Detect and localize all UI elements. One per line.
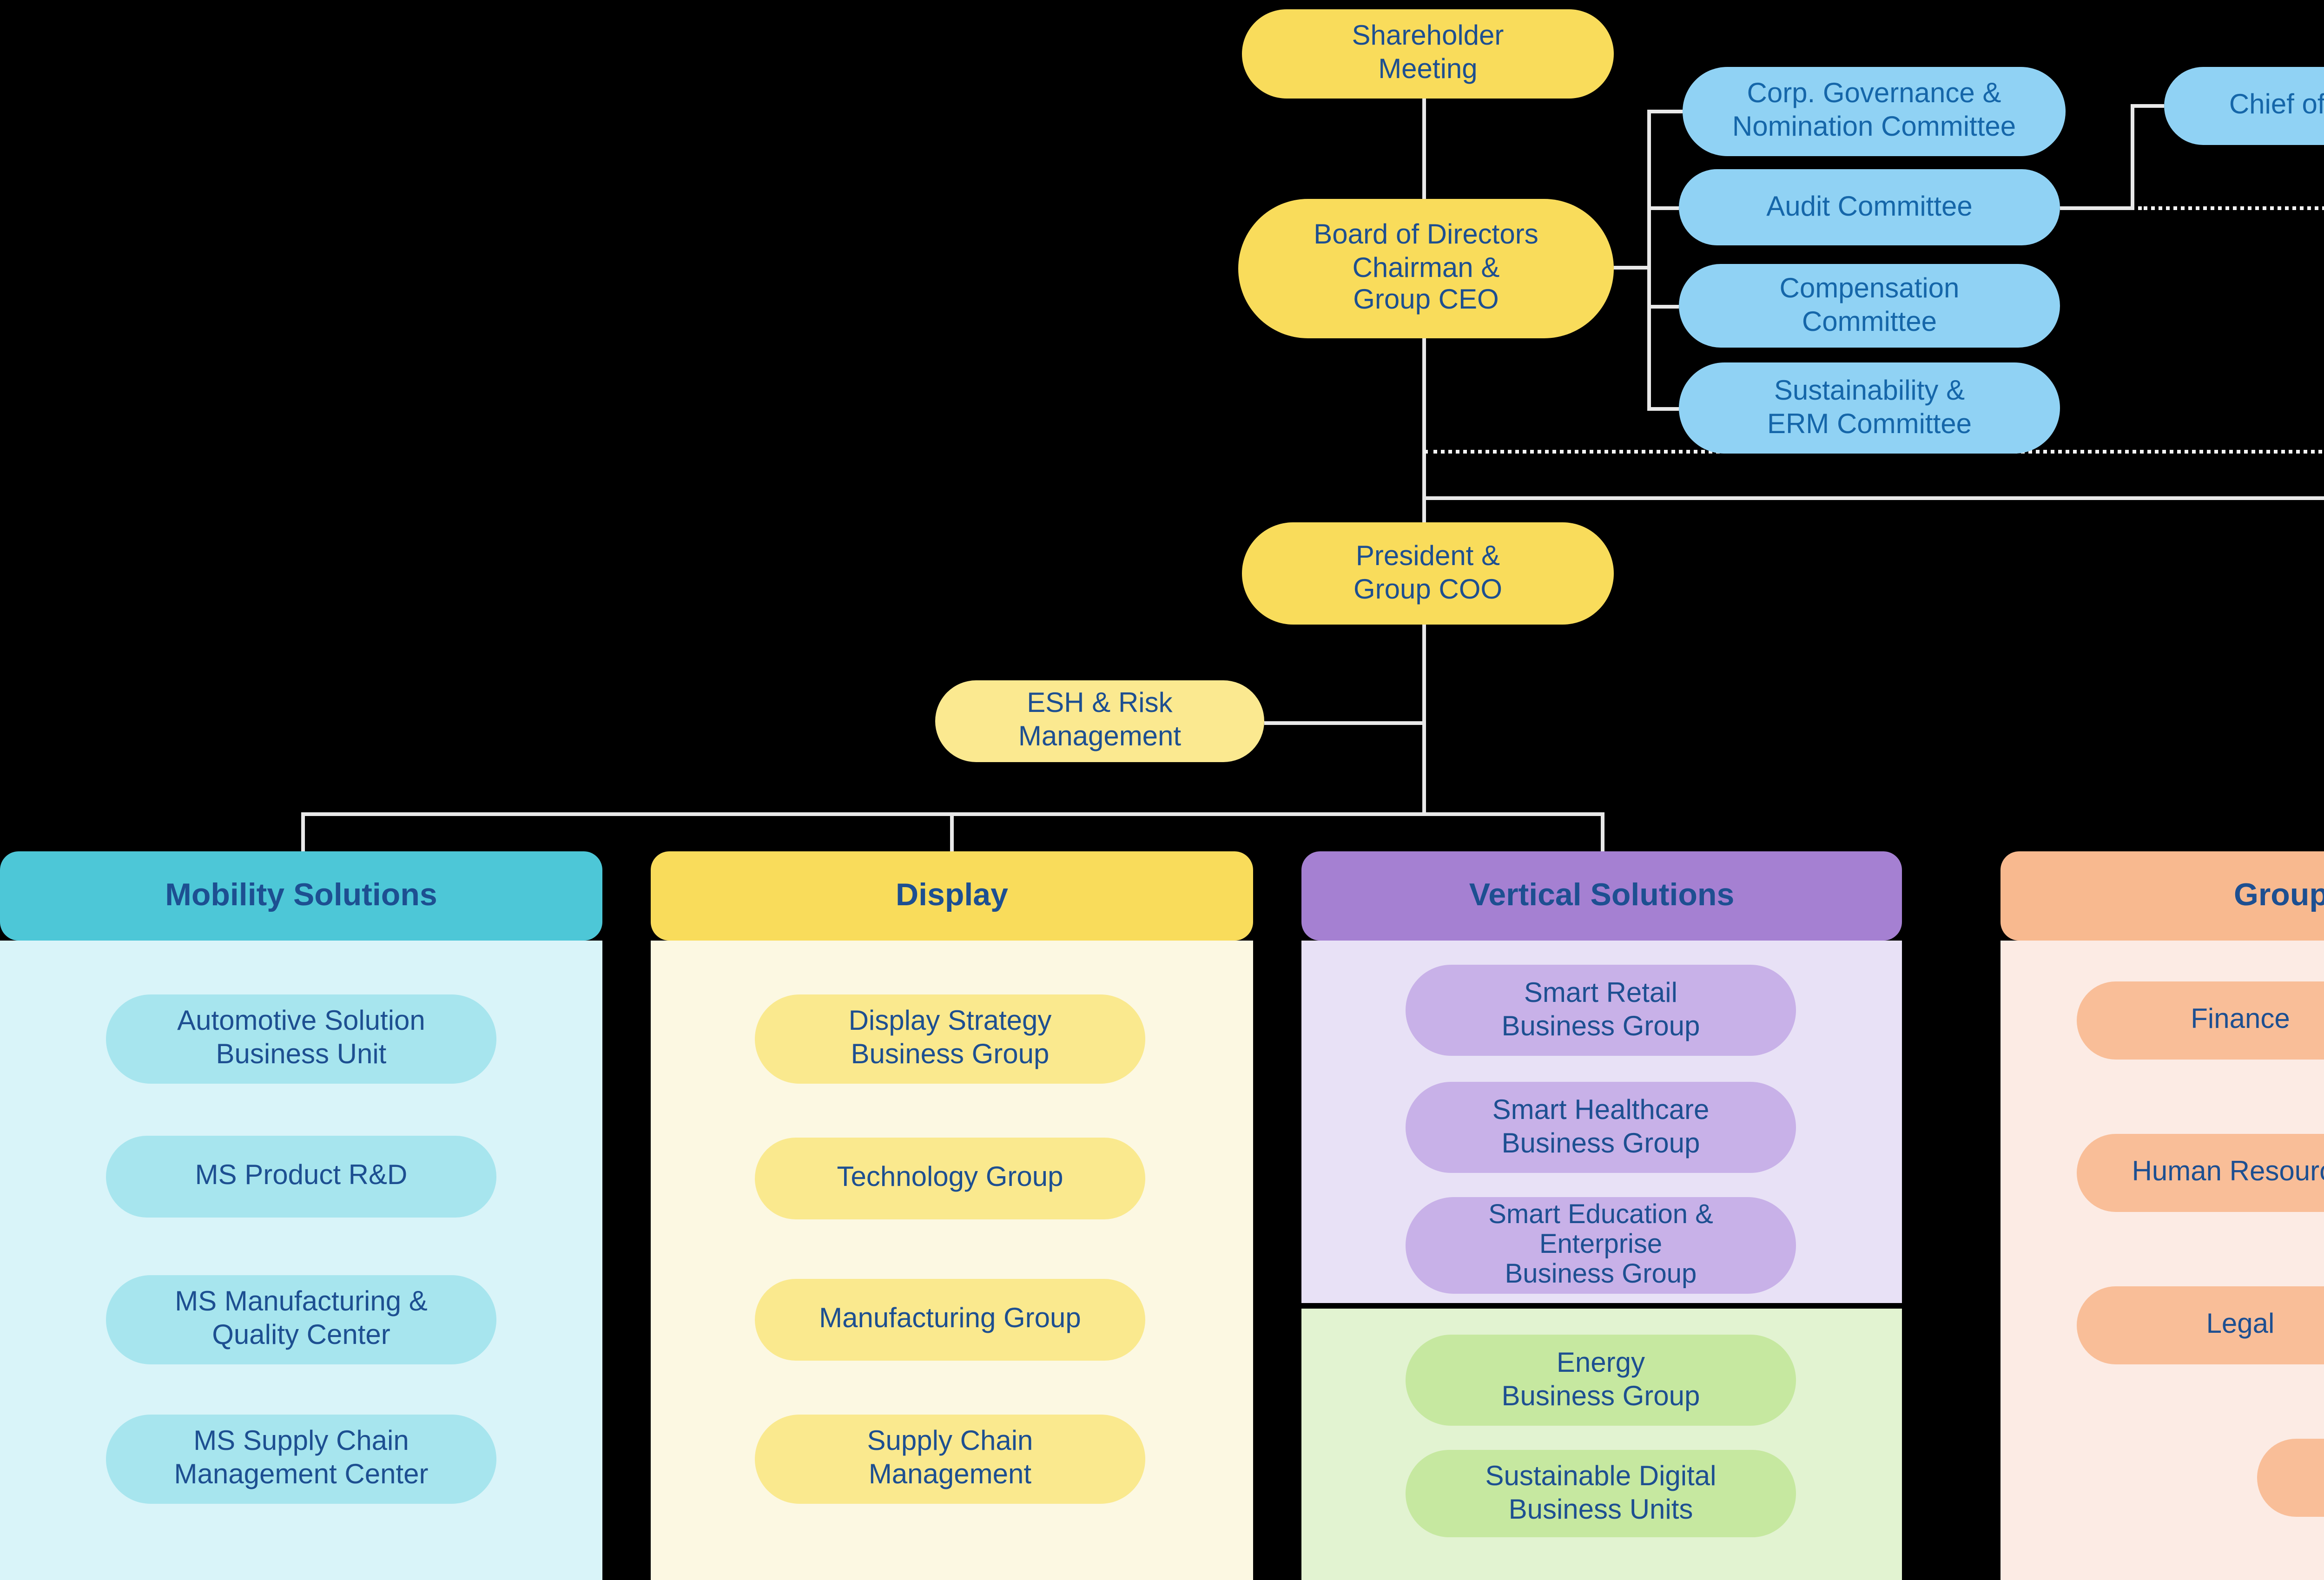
node-sustainability-erm-committee: Sustainability & ERM Committee — [1679, 362, 2060, 454]
connector-committee-bracket — [1647, 110, 1651, 409]
node-smart-healthcare-group: Smart Healthcare Business Group — [1406, 1082, 1796, 1173]
node-corp-governance-committee: Corp. Governance & Nomination Committee — [1683, 67, 2066, 156]
connector-stub-display — [950, 812, 954, 851]
node-esh-risk-management: ESH & Risk Management — [935, 680, 1264, 762]
node-finance: Finance — [2077, 981, 2324, 1060]
connector-audit-chief-h — [2060, 206, 2131, 210]
connector-stub-corp-gov — [1647, 110, 1683, 113]
node-board-of-directors: Board of Directors Chairman & Group CEO — [1238, 199, 1614, 338]
node-audit-committee: Audit Committee — [1679, 169, 2060, 245]
connector-stub-sustainability — [1647, 407, 1679, 411]
node-manufacturing-group: Manufacturing Group — [755, 1279, 1145, 1361]
connector-stub-mobility — [301, 812, 305, 851]
node-sustainable-digital-units: Sustainable Digital Business Units — [1406, 1450, 1796, 1537]
node-display-strategy-group: Display Strategy Business Group — [755, 994, 1145, 1084]
connector-board-bracket — [1614, 266, 1647, 270]
node-legal: Legal — [2077, 1286, 2324, 1364]
node-compensation-committee: Compensation Committee — [1679, 264, 2060, 348]
connector-audit-chief-v — [2131, 104, 2134, 210]
node-technology-group: Technology Group — [755, 1138, 1145, 1219]
node-ms-product-rd: MS Product R&D — [106, 1136, 496, 1218]
node-smart-retail-group: Smart Retail Business Group — [1406, 965, 1796, 1056]
connector-stub-vertical — [1601, 812, 1604, 851]
node-chief-of-compliance: Chief of Compliance — [2164, 67, 2324, 145]
connector-chief-stub — [2131, 104, 2164, 108]
group-infrastructure-header: Group Infrastructure Unit — [2000, 851, 2324, 941]
node-energy-business-group: Energy Business Group — [1406, 1335, 1796, 1426]
node-automotive-solution-bu: Automotive Solution Business Unit — [106, 994, 496, 1084]
connector-giu-h — [1422, 496, 2324, 500]
connector-shareholder-board — [1422, 99, 1426, 201]
node-president-group-coo: President & Group COO — [1242, 522, 1614, 625]
display-header: Display — [651, 851, 1253, 941]
node-supply-chain-management: Supply Chain Management — [755, 1415, 1145, 1504]
connector-stub-compensation — [1647, 305, 1679, 309]
connector-stub-audit — [1647, 206, 1679, 210]
node-human-resource: Human Resource — [2077, 1134, 2324, 1212]
connector-esh — [1264, 721, 1422, 725]
node-auditing: Auditing — [2257, 1439, 2324, 1517]
dotted-audit-right — [2138, 206, 2324, 210]
node-shareholder-meeting: Shareholder Meeting — [1242, 9, 1614, 99]
mobility-solutions-header: Mobility Solutions — [0, 851, 602, 941]
node-ms-manufacturing-quality: MS Manufacturing & Quality Center — [106, 1275, 496, 1364]
node-smart-education-enterprise-group: Smart Education & Enterprise Business Gr… — [1406, 1197, 1796, 1294]
node-ms-supply-chain: MS Supply Chain Management Center — [106, 1415, 496, 1504]
connector-board-president — [1422, 338, 1426, 522]
vertical-solutions-header: Vertical Solutions — [1301, 851, 1902, 941]
connector-president-down — [1422, 625, 1426, 812]
